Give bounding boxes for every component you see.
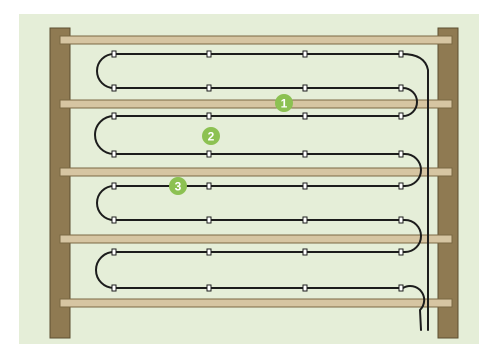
emitter (206, 150, 212, 158)
marker-2-label: 2 (208, 130, 215, 144)
emitter (206, 248, 212, 256)
emitter (111, 216, 117, 224)
fence-rail (59, 35, 453, 45)
emitter (111, 248, 117, 256)
emitter (206, 50, 212, 58)
emitter (302, 248, 308, 256)
fence-rails (59, 35, 453, 308)
emitter (302, 284, 308, 292)
emitter (398, 182, 404, 190)
emitter (398, 50, 404, 58)
emitter (111, 182, 117, 190)
marker-3-label: 3 (175, 180, 182, 194)
marker-2-badge (202, 127, 220, 145)
marker-3: 3 (169, 177, 187, 195)
diagram-background (19, 14, 479, 344)
emitter (302, 50, 308, 58)
fence-rail (59, 99, 453, 109)
drip-line-supply (96, 53, 429, 331)
emitter (111, 112, 117, 120)
drip-line (94, 53, 429, 331)
emitter (302, 150, 308, 158)
emitter (111, 150, 117, 158)
fence-post-left (49, 27, 71, 339)
marker-1-label: 1 (281, 97, 288, 111)
marker-1-badge (275, 94, 293, 112)
drip-line-serpentine (94, 87, 426, 331)
fence-rail (59, 298, 453, 308)
emitter (302, 216, 308, 224)
emitter (302, 182, 308, 190)
emitter (206, 112, 212, 120)
emitter (206, 84, 212, 92)
marker-1: 1 (275, 94, 293, 112)
emitter (206, 182, 212, 190)
emitter (398, 112, 404, 120)
emitter (111, 84, 117, 92)
emitter (111, 50, 117, 58)
emitter (111, 284, 117, 292)
emitter (398, 248, 404, 256)
emitter (206, 216, 212, 224)
fence-rail (59, 167, 453, 177)
emitter (398, 150, 404, 158)
emitter (398, 284, 404, 292)
marker-3-badge (169, 177, 187, 195)
emitter (398, 216, 404, 224)
drip-emitters (111, 50, 404, 292)
emitter (302, 112, 308, 120)
fence-rail (59, 234, 453, 244)
emitter (302, 84, 308, 92)
fence-post-right (437, 27, 459, 339)
emitter (398, 84, 404, 92)
marker-2: 2 (202, 127, 220, 145)
emitter (206, 284, 212, 292)
